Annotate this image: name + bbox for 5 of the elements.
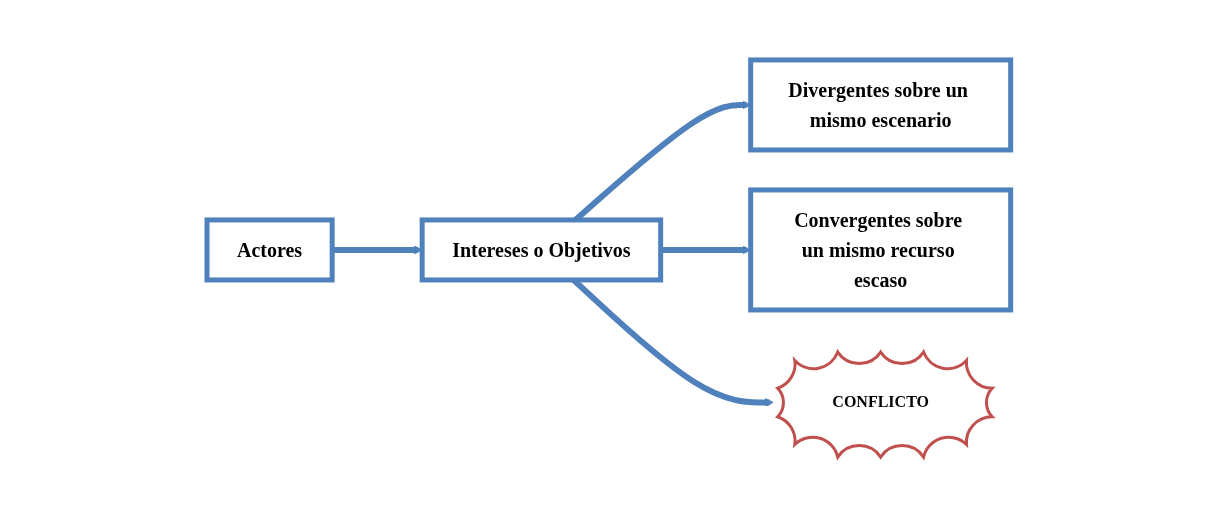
node-box: Actores (204, 217, 335, 283)
arrow (660, 245, 751, 255)
node-box: Divergentes sobre un mismo escenario (747, 57, 1013, 153)
node-box: Intereses o Objetivos (419, 217, 663, 283)
node-box: Convergentes sobre un mismo recurso escaso (747, 187, 1013, 313)
